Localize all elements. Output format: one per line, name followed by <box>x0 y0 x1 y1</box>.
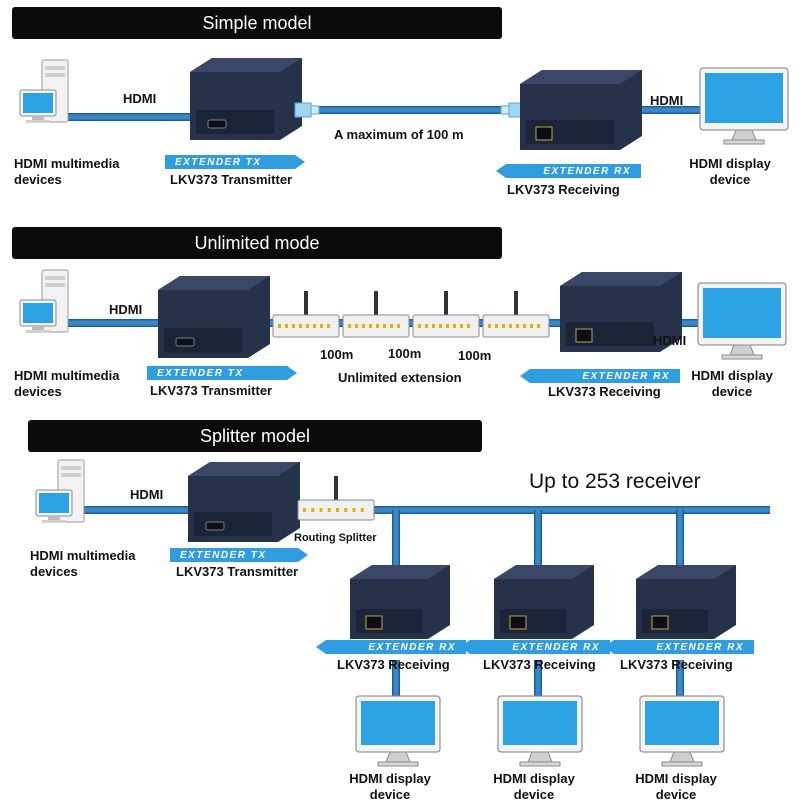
monitor-icon <box>699 67 789 145</box>
receiver-label: LKV373 Receiving <box>620 657 733 672</box>
receiver-icon <box>560 272 682 352</box>
extender-rx-badge: EXTENDER RX <box>496 164 641 178</box>
hdmi-label: HDMI <box>109 302 143 317</box>
display-label-line: HDMI display <box>493 771 575 786</box>
display-label-line: HDMI display <box>691 368 773 383</box>
extension-label: Unlimited extension <box>338 370 462 385</box>
display-label-line: HDMI display <box>635 771 717 786</box>
computer-icon <box>35 459 85 523</box>
source-label-line: devices <box>30 564 78 579</box>
extender-tx-badge: EXTENDER TX <box>147 366 297 380</box>
display-label-line: device <box>709 172 751 187</box>
transmitter-label: LKV373 Transmitter <box>170 172 293 187</box>
transmitter-icon <box>158 276 270 358</box>
display-label-line: device <box>513 787 555 802</box>
section-title-unlimited: Unlimited mode <box>12 227 502 259</box>
monitor-icon <box>497 695 583 767</box>
section-title-simple: Simple model <box>12 7 502 39</box>
receivers-count-note: Up to 253 receiver <box>529 470 701 493</box>
hdmi-label: HDMI <box>653 333 687 348</box>
display-label: HDMI display device <box>672 368 792 400</box>
monitor-icon <box>355 695 441 767</box>
receiver-icon <box>636 565 736 639</box>
display-label-line: device <box>369 787 411 802</box>
source-label-line: HDMI multimedia <box>30 548 136 563</box>
source-label: HDMI multimedia devices <box>30 548 135 580</box>
network-switch-icon <box>412 291 480 338</box>
source-label-line: devices <box>14 384 62 399</box>
display-label: HDMI display device <box>616 771 736 803</box>
receiver-icon <box>494 565 594 639</box>
distance-label: A maximum of 100 m <box>334 127 464 142</box>
computer-icon <box>19 59 69 123</box>
display-label: HDMI display device <box>670 156 790 188</box>
segment-distance-label: 100m <box>458 348 492 363</box>
receiver-icon <box>520 70 642 150</box>
receiver-icon <box>350 565 450 639</box>
hdmi-label: HDMI <box>650 93 684 108</box>
transmitter-label: LKV373 Transmitter <box>150 383 273 398</box>
transmitter-icon <box>188 462 300 542</box>
computer-icon <box>19 269 69 333</box>
segment-distance-label: 100m <box>388 346 422 361</box>
source-label-line: HDMI multimedia <box>14 368 120 383</box>
source-label-line: HDMI multimedia <box>14 156 120 171</box>
extender-rx-badge: EXTENDER RX <box>604 640 754 654</box>
receiver-label: LKV373 Receiving <box>337 657 450 672</box>
transmitter-icon <box>190 58 302 140</box>
monitor-icon <box>697 282 787 360</box>
source-label-line: devices <box>14 172 62 187</box>
transmitter-label: LKV373 Transmitter <box>176 564 299 579</box>
segment-distance-label: 100m <box>320 347 354 362</box>
extender-rx-badge: EXTENDER RX <box>316 640 466 654</box>
routing-splitter-label: Routing Splitter <box>294 532 377 544</box>
display-label: HDMI display device <box>330 771 450 803</box>
extender-tx-badge: EXTENDER TX <box>170 548 308 562</box>
display-label-line: HDMI display <box>689 156 771 171</box>
display-label-line: HDMI display <box>349 771 431 786</box>
extender-rx-badge: EXTENDER RX <box>460 640 610 654</box>
source-label: HDMI multimedia devices <box>14 368 119 400</box>
network-switch-icon <box>342 291 410 338</box>
display-label: HDMI display device <box>474 771 594 803</box>
display-label-line: device <box>711 384 753 399</box>
monitor-icon <box>639 695 725 767</box>
display-label-line: device <box>655 787 697 802</box>
hdmi-label: HDMI <box>130 487 164 502</box>
receiver-label: LKV373 Receiving <box>548 384 661 399</box>
hdmi-label: HDMI <box>123 91 157 106</box>
receiver-label: LKV373 Receiving <box>507 182 620 197</box>
ethernet-cable-icon <box>294 102 320 118</box>
network-switch-icon <box>482 291 550 338</box>
receiver-label: LKV373 Receiving <box>483 657 596 672</box>
network-switch-icon <box>272 291 340 338</box>
extender-rx-badge: EXTENDER RX <box>520 369 680 383</box>
network-switch-icon <box>297 476 375 521</box>
source-label: HDMI multimedia devices <box>14 156 119 188</box>
extender-tx-badge: EXTENDER TX <box>165 155 305 169</box>
section-title-splitter: Splitter model <box>28 420 482 452</box>
